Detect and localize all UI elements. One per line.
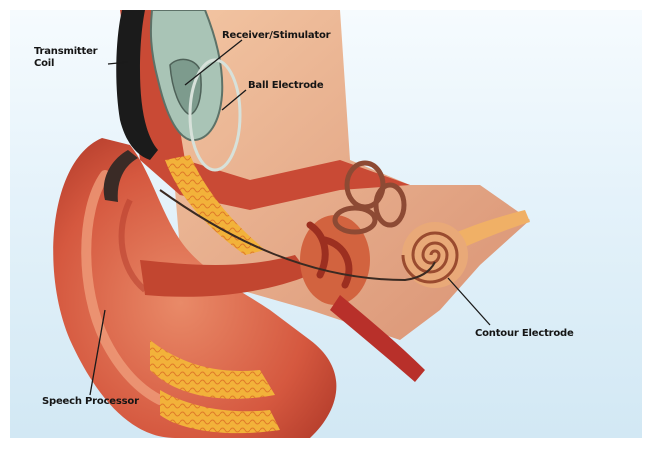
label-transmitter-coil: Transmitter Coil — [34, 46, 96, 70]
diagram-frame: Transmitter Coil Receiver/Stimulator Bal… — [10, 10, 642, 438]
label-contour-electrode: Contour Electrode — [475, 328, 574, 340]
ear-anatomy-illustration — [10, 10, 642, 438]
label-speech-processor: Speech Processor — [42, 396, 139, 408]
label-receiver-stimulator: Receiver/Stimulator — [222, 30, 330, 42]
label-ball-electrode: Ball Electrode — [248, 80, 323, 92]
